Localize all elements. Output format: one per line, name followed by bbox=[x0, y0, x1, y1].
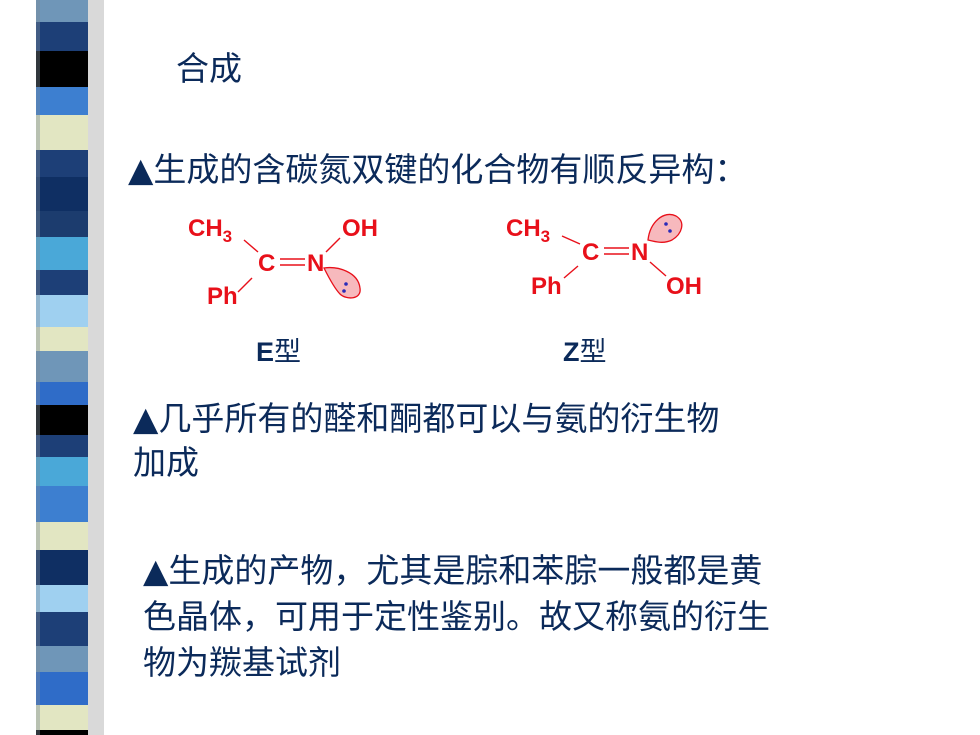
paragraph-isomerism: ▲生成的含碳氮双键的化合物有顺反异构： bbox=[128, 148, 747, 192]
paragraph-line: 物为羰基试剂 bbox=[143, 643, 341, 682]
nitrogen-atom: N bbox=[307, 250, 324, 277]
stripe-block bbox=[36, 382, 88, 405]
oxime-structures-figure: CH3 C N OH Ph CH3 C N OH Ph bbox=[188, 213, 702, 310]
stripe-block bbox=[36, 435, 88, 457]
phenyl-group: Ph bbox=[207, 283, 238, 310]
nitrogen-atom: N bbox=[631, 239, 648, 266]
stripe-block bbox=[36, 672, 88, 705]
hydroxyl-group: OH bbox=[342, 215, 378, 242]
bond-line bbox=[325, 237, 341, 253]
slide-title: 合成 bbox=[176, 49, 242, 88]
lone-pair-dot bbox=[668, 229, 672, 233]
stripe-block bbox=[36, 612, 88, 646]
stripe-block bbox=[36, 22, 88, 51]
stripe-block bbox=[36, 237, 88, 270]
phenyl-group: Ph bbox=[531, 273, 562, 300]
lone-pair-dot bbox=[342, 289, 346, 293]
z-isomer-structure: CH3 C N OH Ph bbox=[506, 213, 702, 300]
stripe-block bbox=[36, 51, 88, 87]
stripe-block bbox=[36, 457, 88, 486]
stripe-block bbox=[36, 295, 88, 327]
lone-pair-dot bbox=[664, 222, 668, 226]
stripe-block bbox=[36, 646, 88, 672]
stripe-block bbox=[36, 327, 88, 351]
stripe-block bbox=[36, 351, 88, 382]
paragraph-line: ▲几乎所有的醛和酮都可以与氨的衍生物 bbox=[133, 399, 720, 438]
bond-line bbox=[563, 265, 579, 279]
stripe-block bbox=[36, 522, 88, 550]
hydroxyl-group: OH bbox=[666, 273, 702, 300]
e-isomer-label: E型 bbox=[256, 337, 302, 368]
z-isomer-label: Z型 bbox=[563, 337, 607, 368]
paragraph-line: ▲生成的含碳氮双键的化合物有顺反异构： bbox=[128, 150, 748, 189]
stripe-block bbox=[36, 270, 88, 295]
bond-line bbox=[237, 277, 253, 293]
stripe-block bbox=[36, 486, 88, 522]
lone-pair-orbital bbox=[323, 266, 361, 299]
bond-line bbox=[243, 239, 259, 253]
lone-pair-orbital bbox=[647, 213, 683, 243]
lone-pair-dot bbox=[344, 282, 348, 286]
stripe-block bbox=[36, 585, 88, 612]
stripe-block bbox=[36, 150, 88, 177]
bond-line bbox=[561, 235, 581, 245]
paragraph-addition: ▲几乎所有的醛和酮都可以与氨的衍生物 加成 bbox=[133, 397, 719, 485]
stripe-block bbox=[36, 705, 88, 730]
stripe-block bbox=[36, 405, 88, 435]
carbon-atom: C bbox=[582, 239, 599, 266]
stripe-blocks bbox=[36, 0, 88, 735]
stripe-block bbox=[36, 730, 88, 735]
paragraph-products: ▲生成的产物，尤其是腙和苯腙一般都是黄 色晶体，可用于定性鉴别。故又称氨的衍生 … bbox=[143, 548, 770, 686]
stripe-block bbox=[36, 177, 88, 211]
paragraph-line: 色晶体，可用于定性鉴别。故又称氨的衍生 bbox=[143, 597, 770, 636]
stripe-shadow bbox=[86, 0, 104, 735]
decorative-stripe-bar bbox=[0, 0, 110, 735]
stripe-block bbox=[36, 115, 88, 150]
stripe-block bbox=[36, 211, 88, 237]
stripe-block bbox=[36, 0, 88, 22]
methyl-group: CH3 bbox=[188, 215, 232, 246]
methyl-group: CH3 bbox=[506, 215, 550, 246]
paragraph-line: ▲生成的产物，尤其是腙和苯腙一般都是黄 bbox=[143, 551, 763, 590]
stripe-block bbox=[36, 87, 88, 115]
carbon-atom: C bbox=[258, 250, 275, 277]
bond-line bbox=[649, 261, 667, 277]
e-isomer-structure: CH3 C N OH Ph bbox=[188, 215, 378, 310]
paragraph-line: 加成 bbox=[133, 443, 199, 482]
stripe-block bbox=[36, 550, 88, 585]
